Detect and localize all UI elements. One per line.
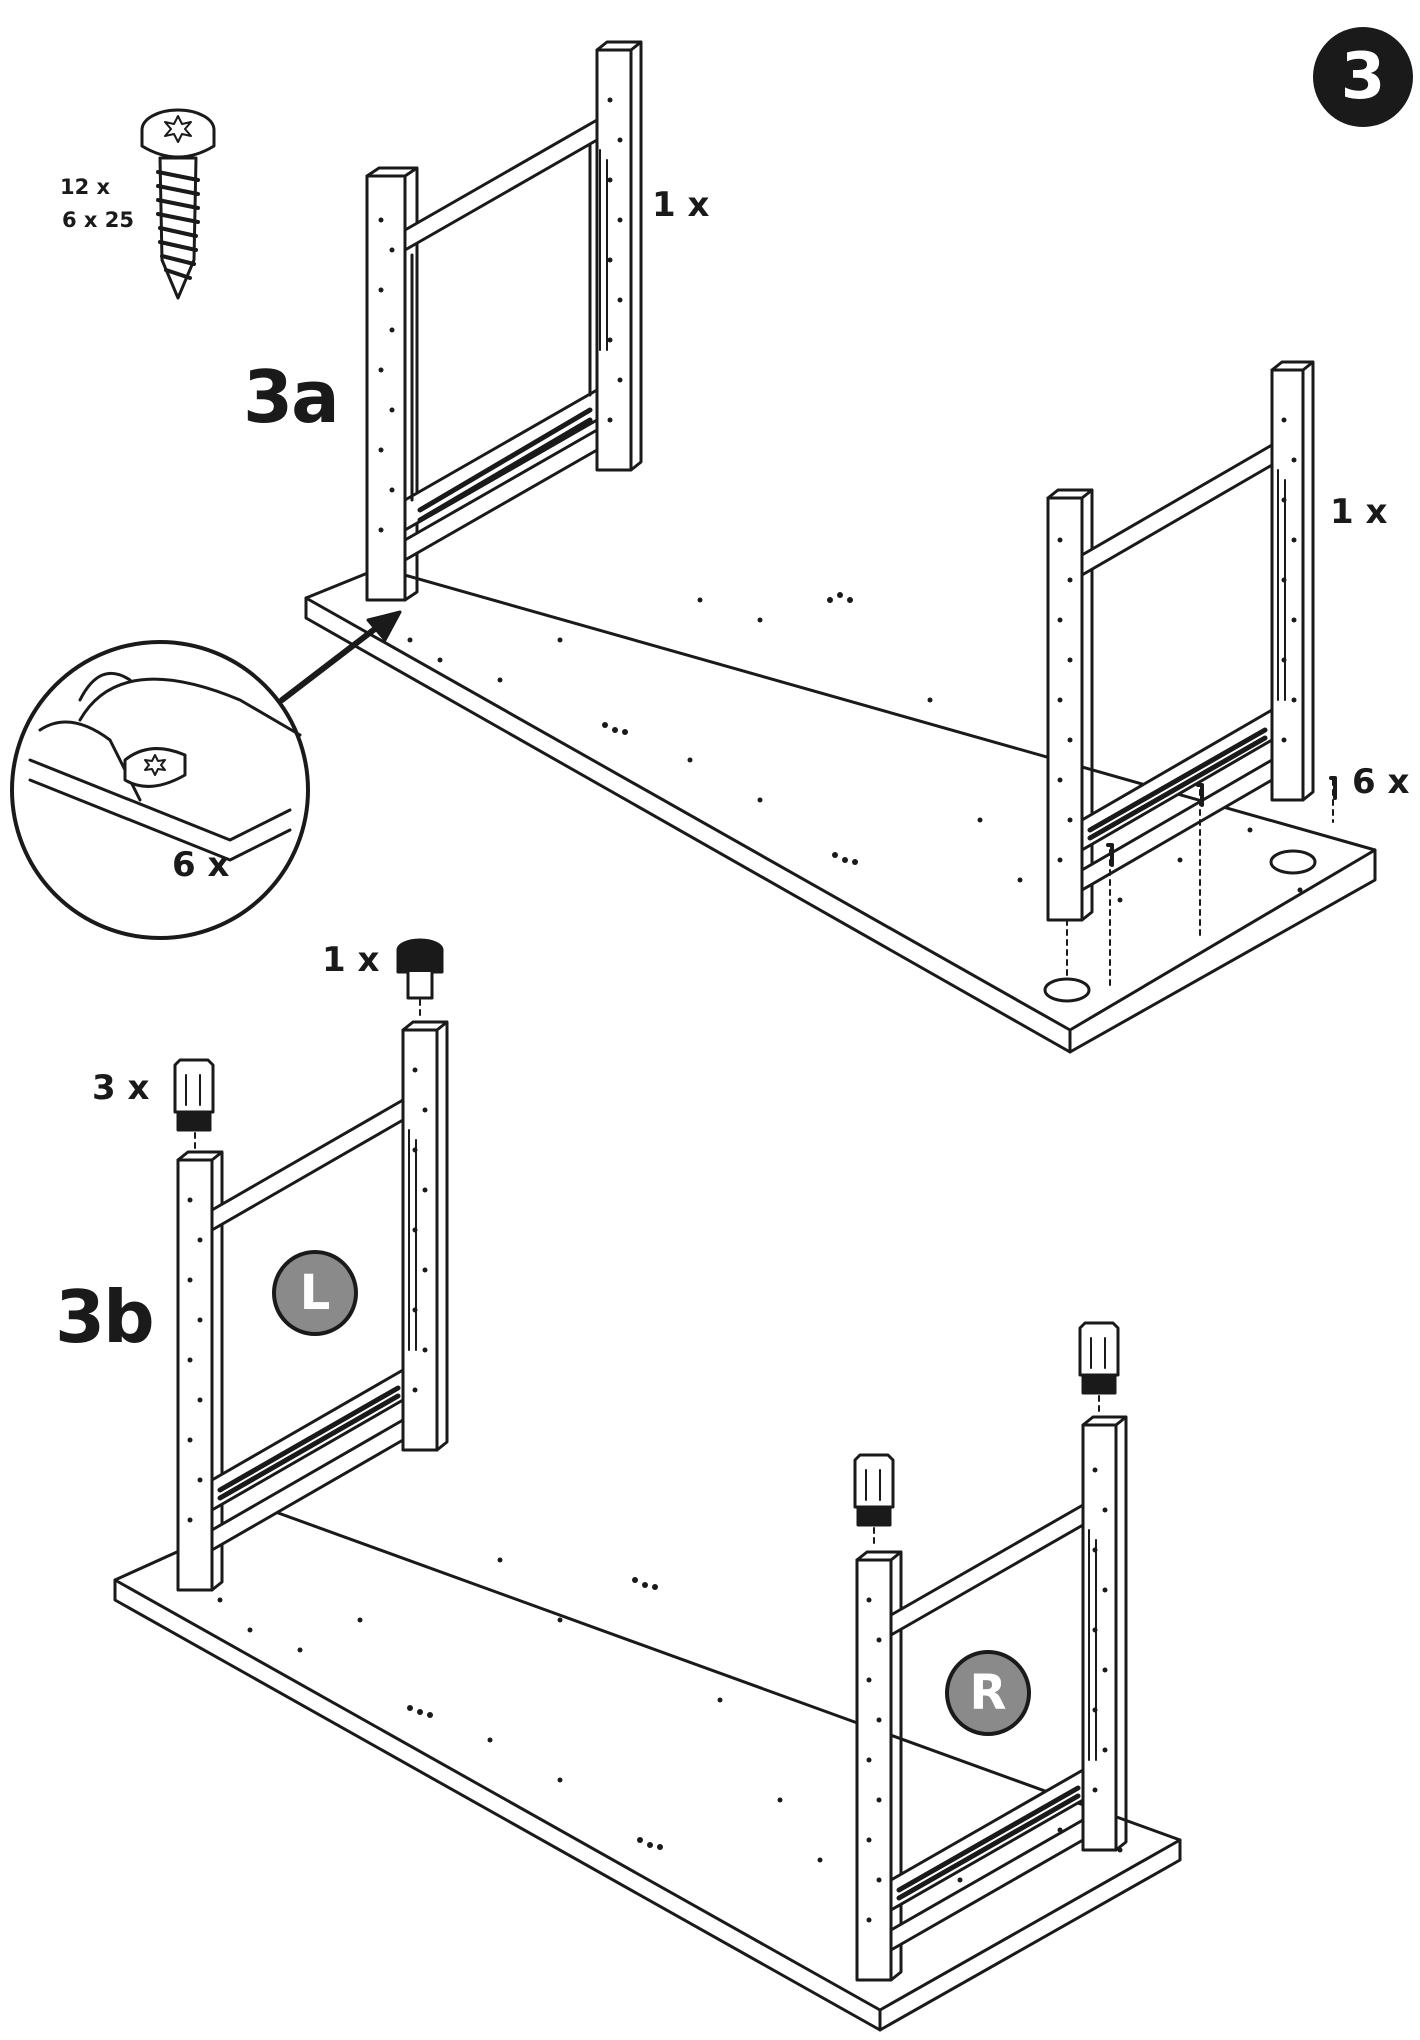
frame-right-quantity: 1 x (1330, 492, 1388, 532)
leg-holes-right-3a (1057, 417, 1297, 863)
substep-3b-label: 3b (55, 1275, 155, 1359)
leg-frame-right-3b (855, 1415, 1128, 1982)
leg-frame-back-3a (365, 40, 643, 602)
foot-cap-icon (1078, 1321, 1120, 1415)
foot-caps-quantity: 3 x (92, 1068, 150, 1108)
frame-back-quantity: 1 x (652, 185, 710, 225)
adjustable-foot-quantity: 1 x (322, 940, 380, 980)
holes-3a (407, 592, 1303, 903)
adjustable-foot-icon (396, 938, 444, 1021)
foot-cap-icon (853, 1453, 895, 1549)
tabletop-3b (113, 1508, 1182, 2032)
detail-quantity: 6 x (172, 845, 230, 885)
screws-quantity: 6 x (1352, 762, 1410, 802)
screw-guides-3a (1066, 776, 1337, 991)
leg-frame-right-3a (1046, 360, 1315, 922)
screw-icon (140, 108, 216, 300)
screw-size: 6 x 25 (62, 208, 135, 232)
leg-holes-left-3b (187, 1067, 428, 1523)
screw-quantity: 12 x (60, 175, 111, 199)
substep-3a-label: 3a (243, 355, 340, 439)
foot-cap-icon (173, 1058, 215, 1153)
right-side-badge: R (945, 1650, 1031, 1736)
detail-callout (10, 610, 402, 940)
left-side-badge: L (272, 1250, 358, 1336)
leg-holes-right-3b (866, 1467, 1108, 1923)
leg-frame-left-3b (176, 1020, 449, 1592)
step-number-badge: 3 (1313, 27, 1413, 127)
leg-holes-back-3a (378, 97, 623, 533)
